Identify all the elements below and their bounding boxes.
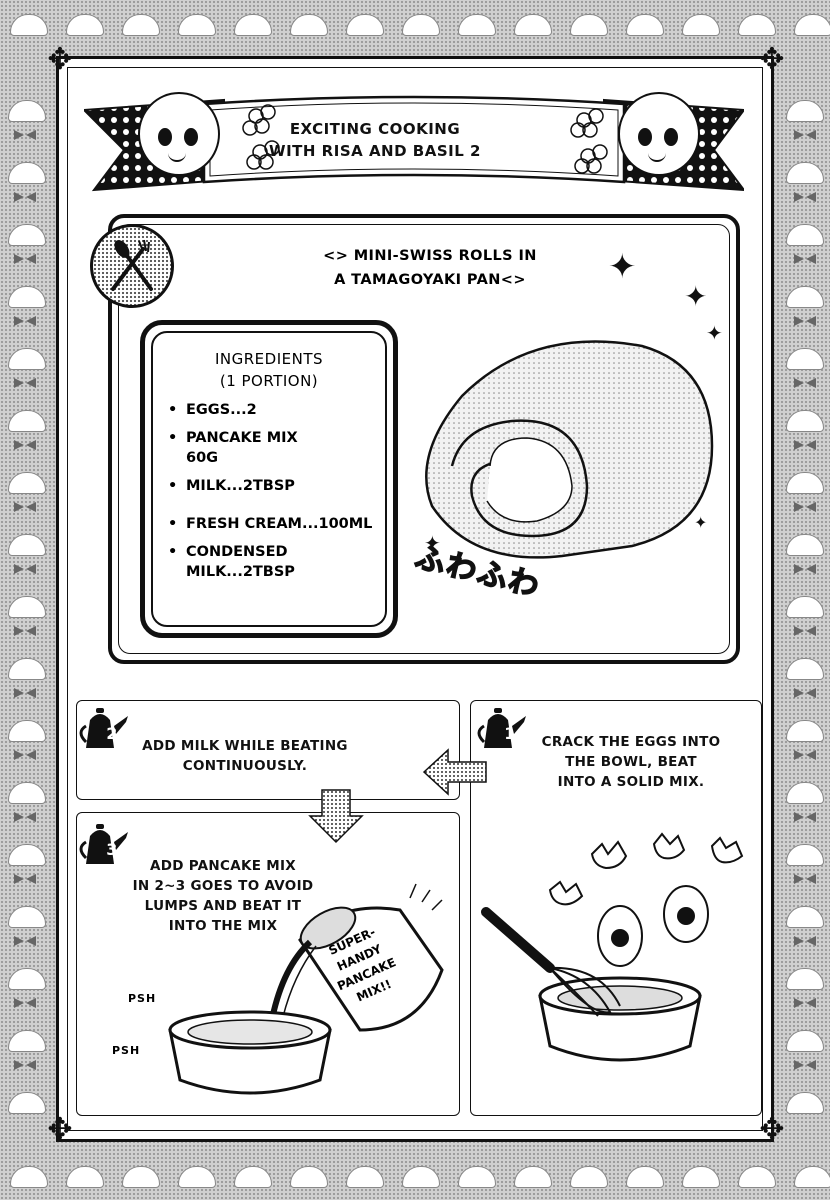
bow-icon — [794, 1060, 816, 1070]
step-2-text-line-1: ADD MILK WHILE BEATING — [142, 738, 348, 754]
psh-sound-effect: PSH — [128, 992, 157, 1005]
bow-icon — [14, 192, 36, 202]
step-3-text-line-2: IN 2~3 GOES TO AVOID — [132, 878, 314, 894]
sparkle-icon: ✦ — [706, 321, 723, 345]
bow-icon — [14, 378, 36, 388]
bow-icon — [794, 316, 816, 326]
bow-icon — [14, 440, 36, 450]
arrow-left-icon — [420, 746, 490, 800]
bowl-pouring-illustration — [160, 880, 450, 1114]
step-1-text-line-3: INTO A SOLID MIX. — [557, 774, 705, 790]
step-3-number: 3 — [106, 840, 118, 859]
swiss-roll-illustration — [412, 316, 722, 570]
bow-icon — [14, 750, 36, 760]
bow-icon — [14, 316, 36, 326]
cupcake-icon — [794, 14, 830, 36]
corner-ornament-icon: ✥ — [47, 42, 73, 77]
bow-icon — [14, 502, 36, 512]
ingredient-item: MILK...2TBSP — [168, 476, 378, 496]
fork-spoon-icon — [90, 224, 174, 308]
ingredients-heading-line-2: (1 PORTION) — [219, 372, 319, 390]
cupcake-icon — [794, 1166, 830, 1188]
bow-icon — [794, 626, 816, 636]
recipe-title-line-1: <> MINI-SWISS ROLLS IN — [323, 248, 537, 264]
bow-icon — [794, 502, 816, 512]
ingredients-heading: INGREDIENTS (1 PORTION) — [184, 348, 354, 392]
step-3-text-line-4: INTO THE MIX — [168, 918, 278, 934]
bow-icon — [14, 998, 36, 1008]
ingredients-heading-line-1: INGREDIENTS — [214, 350, 324, 368]
bow-icon — [14, 688, 36, 698]
bow-icon — [794, 998, 816, 1008]
recipe-frame-inner — [118, 224, 730, 654]
corner-ornament-icon: ✥ — [759, 1112, 785, 1147]
bow-icon — [794, 812, 816, 822]
ingredients-list: EGGS...2 PANCAKE MIX 60G MILK...2TBSP FR… — [168, 400, 378, 590]
bow-icon — [794, 130, 816, 140]
bow-icon — [14, 626, 36, 636]
step-2-number: 2 — [106, 724, 118, 743]
header-title-line-2: WITH RISA AND BASIL 2 — [269, 142, 481, 160]
ingredient-item: FRESH CREAM...100ML — [168, 514, 378, 534]
header-title: EXCITING COOKING WITH RISA AND BASIL 2 — [250, 118, 500, 162]
kettle-icon — [474, 702, 530, 762]
bow-icon — [794, 874, 816, 884]
eggs-whisk-illustration — [480, 826, 750, 1100]
bow-icon — [794, 688, 816, 698]
step-1-text: CRACK THE EGGS INTO THE BOWL, BEAT INTO … — [536, 732, 726, 792]
bow-icon — [14, 254, 36, 264]
kettle-icon — [76, 818, 132, 878]
psh-sound-effect: PSH — [112, 1044, 141, 1057]
bow-icon — [794, 564, 816, 574]
bow-icon — [14, 130, 36, 140]
step-2-text: ADD MILK WHILE BEATING CONTINUOUSLY. — [140, 736, 350, 776]
risa-face-icon — [138, 92, 220, 176]
sparkle-icon: ✦ — [694, 513, 708, 532]
sparkle-icon: ✦ — [608, 247, 637, 287]
bow-icon — [794, 192, 816, 202]
corner-ornament-icon: ✥ — [759, 42, 785, 77]
header-title-line-1: EXCITING COOKING — [289, 120, 461, 138]
bow-icon — [794, 254, 816, 264]
bow-icon — [794, 378, 816, 388]
bow-icon — [14, 1060, 36, 1070]
ingredient-item: PANCAKE MIX 60G — [168, 428, 306, 468]
step-2-text-line-2: CONTINUOUSLY. — [182, 758, 308, 774]
bow-icon — [14, 564, 36, 574]
step-1-text-line-2: THE BOWL, BEAT — [565, 754, 697, 770]
bow-icon — [794, 936, 816, 946]
page-inner-frame — [67, 67, 763, 1131]
arrow-down-icon — [306, 786, 366, 850]
corner-ornament-icon: ✥ — [47, 1112, 73, 1147]
sparkle-icon: ✦ — [424, 531, 441, 555]
step-3-text-line-1: ADD PANCAKE MIX — [149, 858, 297, 874]
ingredient-item: CONDENSED MILK...2TBSP — [168, 542, 336, 582]
ingredient-item: EGGS...2 — [168, 400, 378, 420]
ingredients-card-inner — [151, 331, 387, 627]
step-3-text: ADD PANCAKE MIX IN 2~3 GOES TO AVOID LUM… — [118, 856, 328, 936]
step-2-panel — [76, 700, 460, 800]
step-1-number: 1 — [504, 724, 516, 743]
basil-face-icon — [618, 92, 700, 176]
recipe-title-line-2: A TAMAGOYAKI PAN<> — [334, 272, 526, 288]
sparkle-icon: ✦ — [684, 280, 708, 313]
recipe-title: <> MINI-SWISS ROLLS IN A TAMAGOYAKI PAN<… — [300, 244, 560, 292]
step-3-text-line-3: LUMPS AND BEAT IT — [144, 898, 302, 914]
bow-icon — [14, 812, 36, 822]
kettle-icon — [76, 702, 132, 762]
bow-icon — [794, 440, 816, 450]
bow-icon — [14, 874, 36, 884]
bow-icon — [14, 936, 36, 946]
bow-icon — [794, 750, 816, 760]
step-1-text-line-1: CRACK THE EGGS INTO — [541, 734, 721, 750]
